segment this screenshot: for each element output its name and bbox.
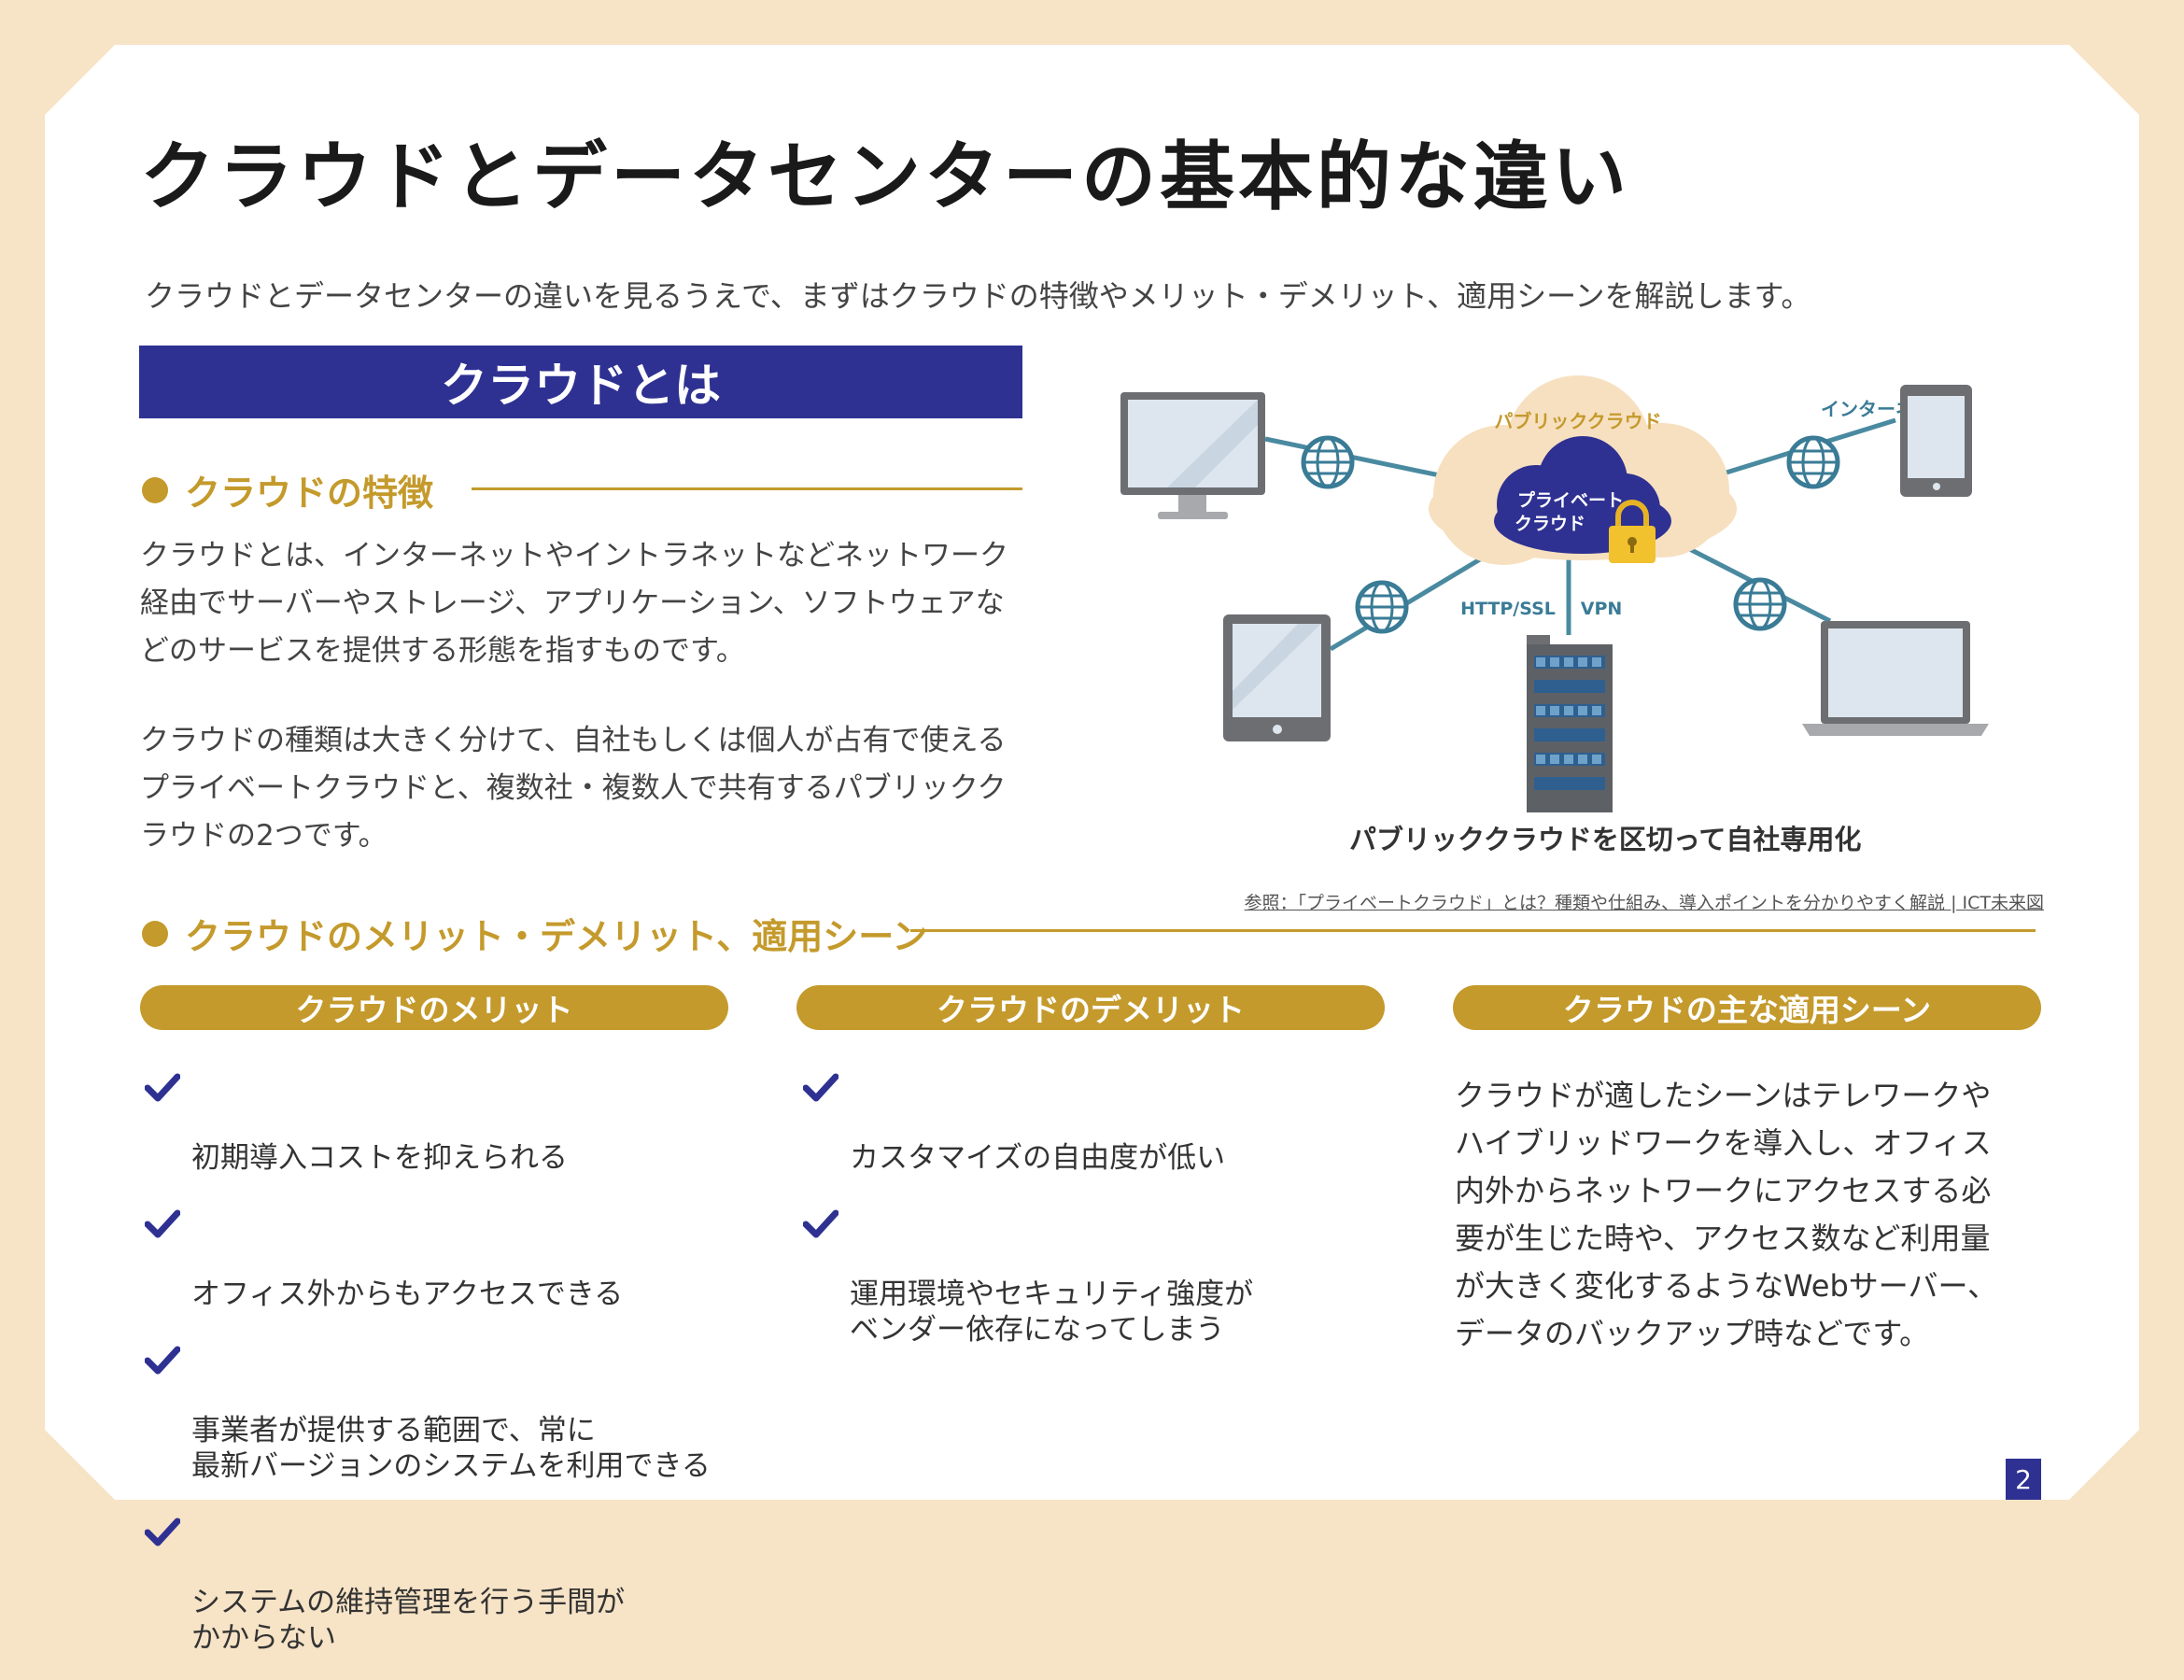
globe-icon bbox=[1355, 580, 1409, 634]
scene-header-label: クラウドの主な適用シーン bbox=[1562, 992, 1932, 1028]
private-cloud-label-2: クラウド bbox=[1515, 514, 1585, 534]
page-number: 2 bbox=[2006, 1459, 2041, 1500]
page-sheet bbox=[45, 45, 2139, 1500]
check-icon bbox=[145, 1346, 180, 1375]
lock-icon bbox=[1609, 500, 1656, 563]
merits-heading: クラウドのメリット・デメリット、適用シーン bbox=[142, 908, 927, 959]
http-ssl-label: HTTP/SSL bbox=[1460, 599, 1556, 619]
features-paragraph-2: クラウドの種類は大きく分けて、自社もしくは個人が占有で使えるプライベートクラウド… bbox=[140, 724, 1007, 853]
check-icon bbox=[145, 1518, 180, 1546]
private-cloud-label-1: プライベート bbox=[1517, 489, 1624, 511]
demerit-header: クラウドのデメリット bbox=[796, 985, 1385, 1030]
merit-header-label: クラウドのメリット bbox=[295, 992, 573, 1028]
merit-header: クラウドのメリット bbox=[140, 985, 728, 1030]
bullet-dot-icon bbox=[142, 476, 168, 503]
features-heading: クラウドの特徴 bbox=[142, 464, 433, 515]
cloud-diagram: パブリッククラウド プライベート クラウド インターネット HTTP/SSL V… bbox=[1120, 375, 1989, 812]
list-item: システムの維持管理を行う手間が かからない bbox=[145, 1514, 711, 1656]
list-item: カスタマイズの自由度が低い bbox=[803, 1069, 1253, 1176]
section-banner-label: クラウドとは bbox=[441, 359, 721, 413]
list-item: オフィス外からもアクセスできる bbox=[145, 1206, 711, 1312]
globe-icon bbox=[1786, 435, 1840, 489]
intro-text: クラウドとデータセンターの違いを見るうえで、まずはクラウドの特徴やメリット・デメ… bbox=[145, 278, 1811, 314]
section-banner: クラウドとは bbox=[139, 346, 1022, 418]
reference-link[interactable]: 参照：「プライベートクラウド」とは？種類や仕組み、導入ポイントを分かりやすく解説… bbox=[1244, 893, 2044, 913]
features-heading-label: クラウドの特徴 bbox=[185, 473, 434, 514]
vpn-label: VPN bbox=[1581, 599, 1623, 619]
check-icon bbox=[145, 1209, 180, 1238]
demerit-list: カスタマイズの自由度が低い 運用環境やセキュリティ強度が ベンダー依存になってし… bbox=[803, 1069, 1253, 1372]
list-item: 事業者が提供する範囲で、常に 最新バージョンのシステムを利用できる bbox=[145, 1342, 711, 1484]
globe-icon bbox=[1733, 577, 1787, 631]
scene-text: クラウドが適したシーンはテレワークやハイブリッドワークを導入し、オフィス内外から… bbox=[1455, 1078, 1998, 1351]
tablet-icon bbox=[1223, 614, 1331, 741]
features-paragraph-1: クラウドとは、インターネットやイントラネットなどネットワーク経由でサーバーやスト… bbox=[140, 539, 1008, 668]
page-title: クラウドとデータセンターの基本的な違い bbox=[140, 134, 1630, 220]
list-item: 初期導入コストを抑えられる bbox=[145, 1069, 711, 1176]
check-icon bbox=[145, 1073, 180, 1102]
merits-heading-label: クラウドのメリット・デメリット、適用シーン bbox=[185, 916, 928, 957]
check-icon bbox=[803, 1073, 838, 1102]
scene-header: クラウドの主な適用シーン bbox=[1453, 985, 2041, 1030]
bullet-dot-icon bbox=[142, 920, 168, 947]
smartphone-icon bbox=[1900, 385, 1972, 497]
monitor-icon bbox=[1120, 392, 1265, 519]
demerit-header-label: クラウドのデメリット bbox=[937, 992, 1245, 1028]
features-rule bbox=[472, 487, 1022, 490]
check-icon bbox=[803, 1209, 838, 1238]
globe-icon bbox=[1301, 435, 1355, 489]
laptop-icon bbox=[1802, 621, 1989, 736]
merit-list: 初期導入コストを抑えられる オフィス外からもアクセスできる 事業者が提供する範囲… bbox=[145, 1069, 711, 1680]
diagram-caption: パブリッククラウドを区切って自社専用化 bbox=[1349, 824, 1862, 855]
building-icon bbox=[1527, 635, 1613, 812]
public-cloud-label: パブリッククラウド bbox=[1494, 410, 1661, 432]
list-item: 運用環境やセキュリティ強度が ベンダー依存になってしまう bbox=[803, 1206, 1253, 1348]
merits-rule bbox=[910, 929, 2036, 932]
